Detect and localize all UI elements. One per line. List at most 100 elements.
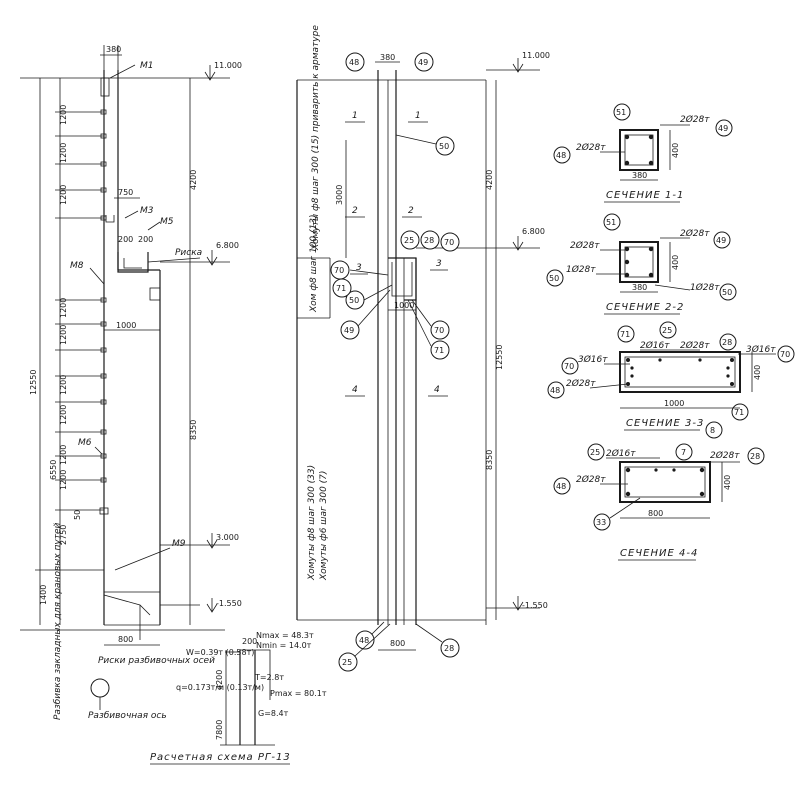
mark-m8: М8 [70, 261, 84, 271]
pmax-label: Pmax = 80.1т [270, 689, 327, 698]
svg-text:2Ø28т: 2Ø28т [570, 240, 600, 251]
level-mid-label: 6.800 [216, 241, 239, 250]
svg-text:3: 3 [436, 259, 442, 269]
svg-text:8350: 8350 [189, 420, 198, 440]
svg-text:1200: 1200 [59, 143, 68, 163]
svg-text:2Ø28т: 2Ø28т [680, 228, 710, 239]
nmin-label: Nmin = 14.0т [256, 641, 312, 650]
note-mid: Хомуты ф8 шаг 300 (33) [307, 465, 317, 581]
svg-text:25: 25 [662, 326, 672, 335]
svg-text:1Ø28т: 1Ø28т [566, 264, 596, 275]
svg-text:25: 25 [342, 658, 352, 667]
level-top-label: 11.000 [214, 61, 242, 70]
svg-text:49: 49 [716, 236, 726, 245]
svg-text:70: 70 [780, 350, 790, 359]
svg-text:1000: 1000 [394, 301, 414, 310]
svg-text:2Ø28т: 2Ø28т [576, 474, 606, 485]
svg-text:71: 71 [434, 346, 444, 355]
svg-text:8350: 8350 [485, 450, 494, 470]
note-small: Хом ф8 шаг 100 (13) [309, 215, 319, 313]
mark-m1: М1 [140, 61, 154, 71]
svg-text:71: 71 [620, 330, 630, 339]
vertical-note: Разбивка закладных для крановых путей [53, 522, 63, 720]
calc-scheme-title: Расчетная схема РГ-13 [150, 752, 291, 763]
svg-text:49: 49 [718, 124, 728, 133]
svg-text:4: 4 [352, 385, 358, 395]
svg-text:25: 25 [404, 236, 414, 245]
svg-text:50: 50 [73, 510, 82, 520]
svg-text:12550: 12550 [495, 345, 504, 370]
svg-text:3Ø16т: 3Ø16т [578, 354, 608, 365]
top-width-dim: 380 [106, 45, 121, 54]
svg-text:2: 2 [352, 206, 358, 216]
q-label: q=0.173т/м (0.13т/м) [176, 683, 264, 692]
mark-m3: М3 [140, 206, 154, 216]
svg-text:70: 70 [444, 238, 454, 247]
svg-text:1200: 1200 [59, 185, 68, 205]
svg-text:400: 400 [671, 143, 680, 158]
svg-text:400: 400 [753, 365, 762, 380]
svg-text:1: 1 [415, 111, 421, 121]
svg-text:800: 800 [390, 639, 405, 648]
level-low-label: -1.550 [216, 599, 242, 608]
svg-text:2Ø28т: 2Ø28т [566, 378, 596, 389]
svg-text:1200: 1200 [59, 105, 68, 125]
svg-text:1200: 1200 [59, 445, 68, 465]
svg-text:33: 33 [596, 518, 606, 527]
svg-text:28: 28 [424, 236, 434, 245]
axis-bubble [90, 678, 110, 698]
svg-text:800: 800 [648, 509, 663, 518]
svg-text:1: 1 [352, 111, 358, 121]
svg-text:СЕЧЕНИЕ 3-3: СЕЧЕНИЕ 3-3 [626, 418, 704, 429]
svg-text:51: 51 [606, 218, 616, 227]
svg-text:48: 48 [556, 482, 566, 491]
svg-text:200: 200 [138, 235, 153, 244]
svg-text:200: 200 [118, 235, 133, 244]
svg-text:71: 71 [336, 284, 346, 293]
svg-text:1000: 1000 [664, 399, 684, 408]
svg-text:4200: 4200 [485, 170, 494, 190]
svg-text:50: 50 [439, 142, 449, 151]
svg-text:3000: 3000 [335, 185, 344, 205]
svg-text:48: 48 [550, 386, 560, 395]
svg-text:49: 49 [344, 326, 354, 335]
svg-text:200: 200 [242, 637, 257, 646]
svg-text:800: 800 [118, 635, 133, 644]
svg-text:7: 7 [681, 448, 686, 457]
middle-elevation: 380 48 49 11.000 6.800 -1.550 1 1 2 2 3 [296, 25, 550, 672]
svg-text:28: 28 [722, 338, 732, 347]
svg-text:2Ø28т: 2Ø28т [576, 142, 606, 153]
sub-height-left: 6550 [49, 460, 58, 480]
left-elevation: 380 11.000 М1 [20, 45, 242, 721]
svg-text:70: 70 [434, 326, 444, 335]
svg-text:1Ø28т: 1Ø28т [690, 282, 720, 293]
nmax-label: Nmax = 48.3т [256, 631, 314, 640]
svg-text:400: 400 [723, 475, 732, 490]
svg-text:71: 71 [734, 408, 744, 417]
svg-text:400: 400 [671, 255, 680, 270]
svg-text:1400: 1400 [39, 585, 48, 605]
svg-text:750: 750 [118, 188, 133, 197]
svg-text:4: 4 [434, 385, 440, 395]
svg-text:1200: 1200 [59, 405, 68, 425]
svg-text:50: 50 [549, 274, 559, 283]
svg-text:2Ø16т: 2Ø16т [606, 448, 636, 459]
svg-text:8: 8 [710, 426, 715, 435]
svg-text:1000: 1000 [116, 321, 136, 330]
svg-text:4200: 4200 [189, 170, 198, 190]
section-3-3: 25 28 70 70 48 71 71 8 2Ø16т 2Ø28т 3Ø16т… [547, 321, 795, 439]
mark-m6: М6 [78, 438, 92, 448]
svg-text:2750: 2750 [59, 525, 68, 545]
svg-text:380: 380 [632, 283, 647, 292]
wind-label: W=0.39т (0.58т) [186, 648, 254, 657]
svg-text:28: 28 [444, 644, 454, 653]
svg-text:28: 28 [750, 452, 760, 461]
calc-scheme: 200 Nmax = 48.3т Nmin = 14.0т W=0.39т (0… [150, 631, 327, 765]
svg-text:СЕЧЕНИЕ 4-4: СЕЧЕНИЕ 4-4 [620, 548, 698, 559]
svg-text:СЕЧЕНИЕ 1-1: СЕЧЕНИЕ 1-1 [606, 190, 684, 201]
total-height-left: 12550 [29, 370, 38, 395]
svg-text:2: 2 [408, 206, 414, 216]
note-bottom: Хомуты ф6 шаг 300 (7) [319, 471, 329, 581]
svg-text:СЕЧЕНИЕ 2-2: СЕЧЕНИЕ 2-2 [606, 302, 684, 313]
